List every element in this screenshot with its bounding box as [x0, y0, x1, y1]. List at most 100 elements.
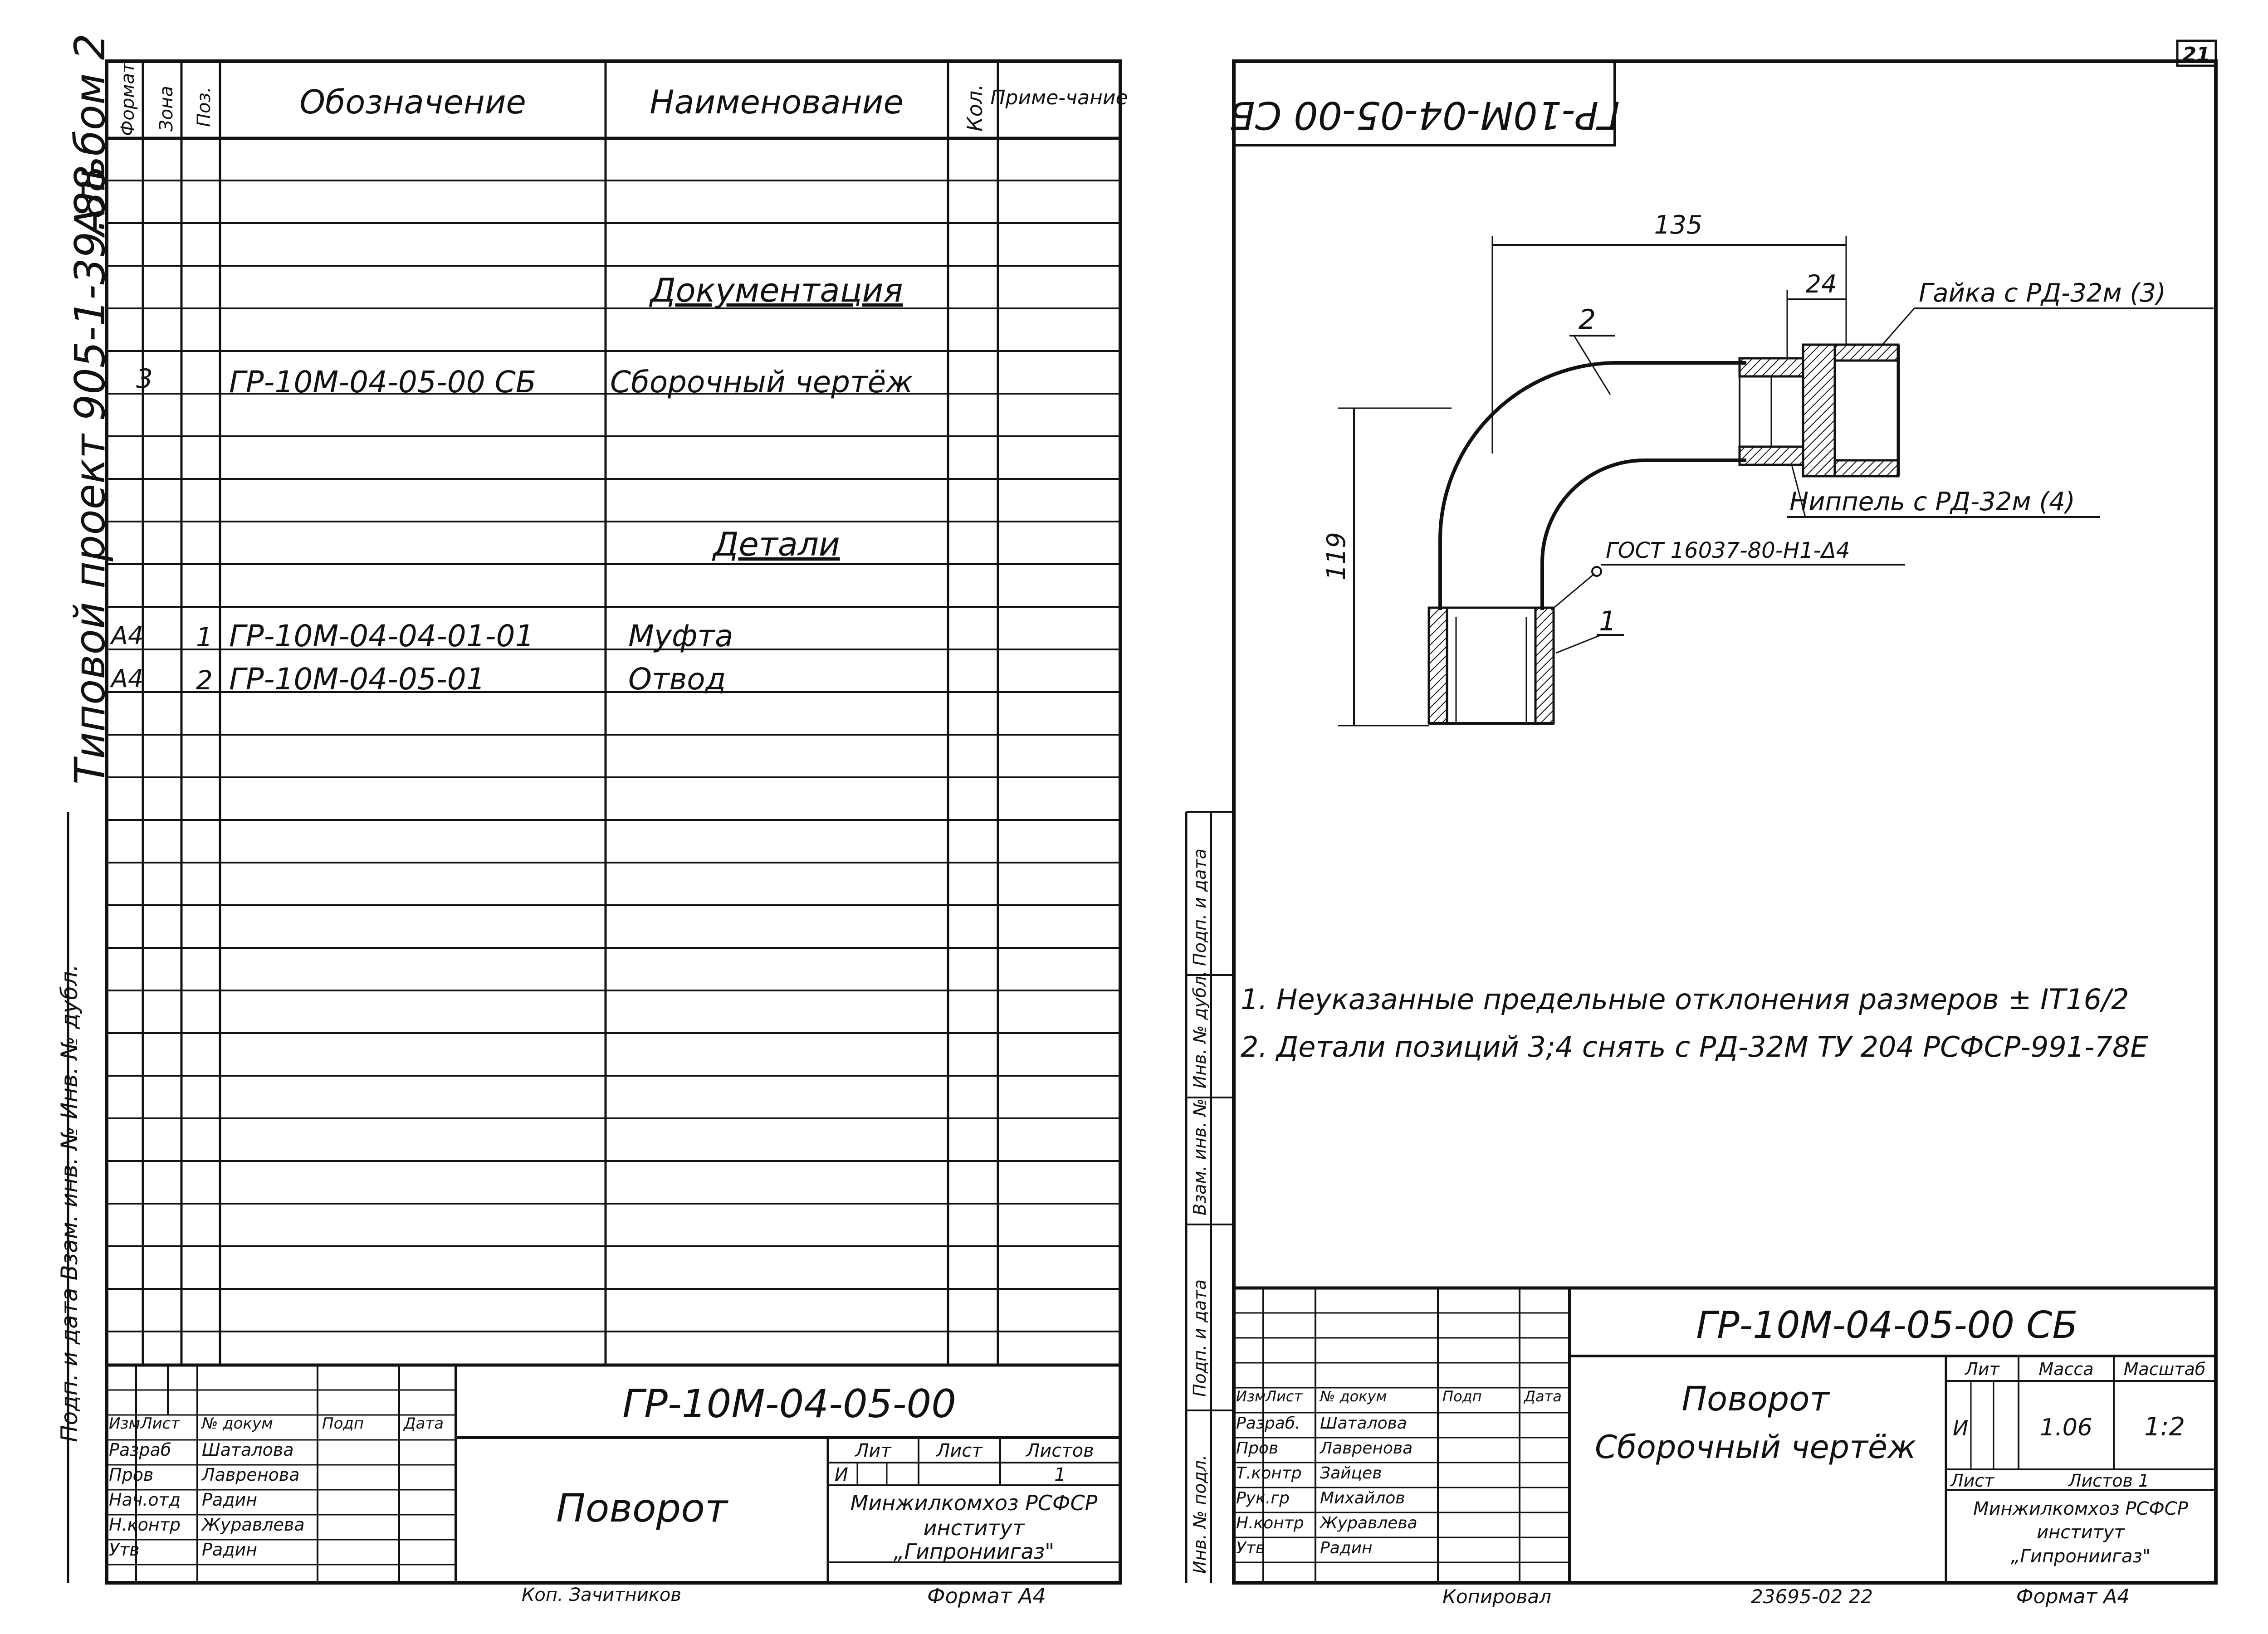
label-nut: Гайка с РД-32м (3): [1919, 278, 2166, 308]
coupling-wall-right: [1534, 606, 1555, 725]
right-sheet-frame: [1232, 59, 2218, 1585]
row-1-format: 3: [136, 363, 153, 394]
label-pos1: 1: [1599, 605, 1616, 637]
left-sheet: Типовой проект 905-1-39.88 Альбом 2 Подп…: [56, 34, 1128, 1608]
side-label-1: Подп. и дата: [1190, 849, 1210, 966]
right-mass: 1.06: [2040, 1414, 2092, 1441]
side-inv-text: Подп. и дата Взам. инв. № Инв. № дубл.: [56, 964, 83, 1442]
top-code: ГР-10М-04-05-00 СБ: [1229, 93, 1620, 137]
right-person-6: Радин: [1320, 1539, 1373, 1557]
header-pos: Поз.: [194, 87, 215, 127]
right-code: ГР-10М-04-05-00 СБ: [1696, 1304, 2077, 1347]
right-scale: 1:2: [2144, 1412, 2185, 1442]
page-number: 21: [2182, 43, 2210, 66]
row-1-designation: ГР-10М-04-05-00 СБ: [229, 365, 536, 400]
row-3-name: Отвод: [628, 662, 726, 697]
right-stamp-h-sign: Подп: [1442, 1388, 1482, 1405]
right-sheets-label: Листов 1: [2068, 1471, 2149, 1491]
section-details: Детали: [712, 525, 840, 563]
right-mass-label: Масса: [2038, 1359, 2093, 1379]
right-org-1: Минжилкомхоз РСФСР: [1973, 1498, 2189, 1519]
left-role-5: Утв: [109, 1540, 140, 1560]
left-stamp-h-sign: Подп: [322, 1415, 364, 1433]
right-org-3: „Гипрониигаз": [2011, 1546, 2151, 1567]
right-role-2: Пров: [1236, 1439, 1278, 1458]
left-role-1: Разраб: [109, 1440, 171, 1460]
left-person-2: Лавренова: [201, 1465, 300, 1485]
side-project-text: Типовой проект 905-1-39.88: [66, 165, 114, 785]
right-stamp-h-izm: Изм: [1236, 1388, 1266, 1405]
top-code-box: [1232, 60, 1616, 146]
right-person-4: Михайлов: [1320, 1489, 1405, 1507]
right-person-2: Лавренова: [1319, 1439, 1413, 1458]
row-2-format: А4: [110, 621, 143, 650]
left-person-5: Радин: [202, 1540, 257, 1560]
header-qty: Кол.: [963, 84, 987, 132]
left-org-3: „Гипрониигаз": [894, 1539, 1055, 1564]
right-title: Поворот: [1681, 1380, 1830, 1419]
left-title: Поворот: [556, 1486, 729, 1531]
right-title-block: [1234, 1286, 2216, 1583]
row-2-name: Муфта: [628, 619, 733, 654]
header-name: Наименование: [650, 83, 904, 121]
coupling-wall-left: [1427, 606, 1448, 725]
right-role-3: Т.контр: [1236, 1464, 1302, 1483]
right-scale-label: Масштаб: [2124, 1359, 2206, 1379]
side-label-5: Инв. № подл.: [1190, 1455, 1210, 1574]
page-number-box: [2176, 39, 2217, 67]
left-sheets-label: Листов: [1025, 1440, 1094, 1461]
left-org-2: институт: [924, 1516, 1025, 1540]
left-org-1: Минжилкомхоз РСФСР: [850, 1491, 1098, 1515]
left-lit-value: И: [835, 1464, 848, 1485]
right-person-3: Зайцев: [1320, 1464, 1382, 1483]
row-3-designation: ГР-10М-04-05-01: [229, 662, 485, 697]
left-sheets-value: 1: [1054, 1464, 1066, 1485]
right-stamp-h-list: Лист: [1265, 1388, 1303, 1405]
right-stamp-h-doc: № докум: [1319, 1388, 1387, 1405]
right-sheet: 21 ГР-10М-04-05-00 СБ Подп. и дата Инв. …: [1185, 39, 2218, 1608]
label-pos2: 2: [1579, 304, 1596, 336]
left-copied: Коп. Зачитников: [522, 1585, 681, 1605]
right-lit-label: Лит: [1964, 1359, 2000, 1379]
nut-bottom: [1833, 459, 1900, 478]
note-2: 2. Детали позиций 3;4 снять с РД-32М ТУ …: [1241, 1030, 2148, 1063]
section-documentation: Документация: [649, 271, 903, 309]
dim-height: 119: [1322, 532, 1351, 580]
right-sheet-label: Лист: [1950, 1471, 1995, 1491]
spec-table-grid: [107, 61, 1120, 1365]
header-format: Формат: [117, 62, 138, 136]
row-2-pos: 1: [196, 622, 213, 653]
right-format: Формат А4: [2016, 1585, 2130, 1608]
side-album-text: Альбом 2: [66, 34, 114, 238]
left-role-4: Н.контр: [109, 1515, 181, 1535]
right-person-1: Шаталова: [1320, 1414, 1407, 1433]
left-role-2: Пров: [109, 1465, 153, 1485]
row-1-name: Сборочный чертёж: [610, 365, 913, 400]
nut-top: [1833, 343, 1900, 362]
left-sheet-label: Лист: [935, 1440, 983, 1461]
row-3-format: А4: [110, 664, 143, 693]
elbow-assembly: 135 24 119 2 Гайка с РД-32м (3) Ниппель …: [1322, 210, 2214, 727]
right-stamp-h-date: Дата: [1523, 1388, 1562, 1405]
right-role-1: Разраб.: [1236, 1414, 1300, 1433]
left-stamp-h-doc: № докум: [201, 1415, 273, 1433]
header-note: Приме-чание: [990, 86, 1128, 109]
nut-body: [1802, 343, 1836, 478]
right-org-2: институт: [2037, 1522, 2125, 1543]
dim-nipple: 24: [1806, 270, 1837, 298]
note-1: 1. Неуказанные предельные отклонения раз…: [1241, 983, 2129, 1016]
row-2-designation: ГР-10М-04-04-01-01: [229, 619, 534, 654]
right-order: 23695-02 22: [1751, 1585, 1873, 1608]
left-code: ГР-10М-04-05-00: [622, 1381, 956, 1427]
side-label-3: Взам. инв. №: [1190, 1098, 1210, 1215]
dim-length: 135: [1654, 210, 1703, 240]
right-role-5: Н.контр: [1236, 1514, 1304, 1532]
right-role-4: Рук.гр: [1236, 1489, 1290, 1507]
left-stamp-h-izm: Изм: [109, 1415, 140, 1433]
label-nipple: Ниппель с РД-32м (4): [1789, 487, 2075, 517]
nipple-bottom: [1738, 445, 1804, 466]
left-person-1: Шаталова: [202, 1440, 294, 1460]
left-person-4: Журавлева: [201, 1515, 305, 1535]
right-copied: Копировал: [1442, 1585, 1551, 1608]
